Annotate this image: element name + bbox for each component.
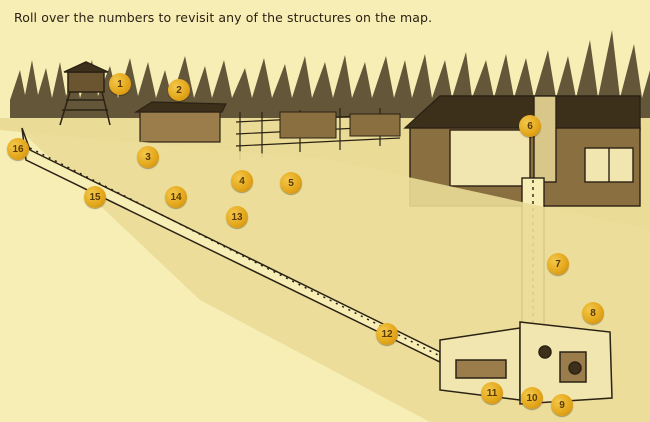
distant-hut	[279, 111, 337, 139]
guard-tower	[59, 61, 111, 126]
map-marker-5[interactable]: 5	[280, 172, 302, 194]
map-marker-9[interactable]: 9	[551, 394, 573, 416]
map-marker-16[interactable]: 16	[7, 138, 29, 160]
map-marker-7[interactable]: 7	[547, 253, 569, 275]
map-marker-15[interactable]: 15	[84, 186, 106, 208]
barracks-hut	[133, 101, 227, 143]
map-marker-2[interactable]: 2	[168, 79, 190, 101]
map-marker-4[interactable]: 4	[231, 170, 253, 192]
map-marker-10[interactable]: 10	[521, 387, 543, 409]
map-marker-13[interactable]: 13	[226, 206, 248, 228]
map-marker-1[interactable]: 1	[109, 73, 131, 95]
distant-hut	[349, 113, 401, 137]
map-marker-8[interactable]: 8	[582, 302, 604, 324]
map-marker-12[interactable]: 12	[376, 323, 398, 345]
underground-chambers	[439, 321, 613, 405]
map-marker-3[interactable]: 3	[137, 146, 159, 168]
map-marker-11[interactable]: 11	[481, 382, 503, 404]
map-marker-6[interactable]: 6	[519, 115, 541, 137]
instructions-text: Roll over the numbers to revisit any of …	[14, 10, 433, 25]
map-marker-14[interactable]: 14	[165, 186, 187, 208]
